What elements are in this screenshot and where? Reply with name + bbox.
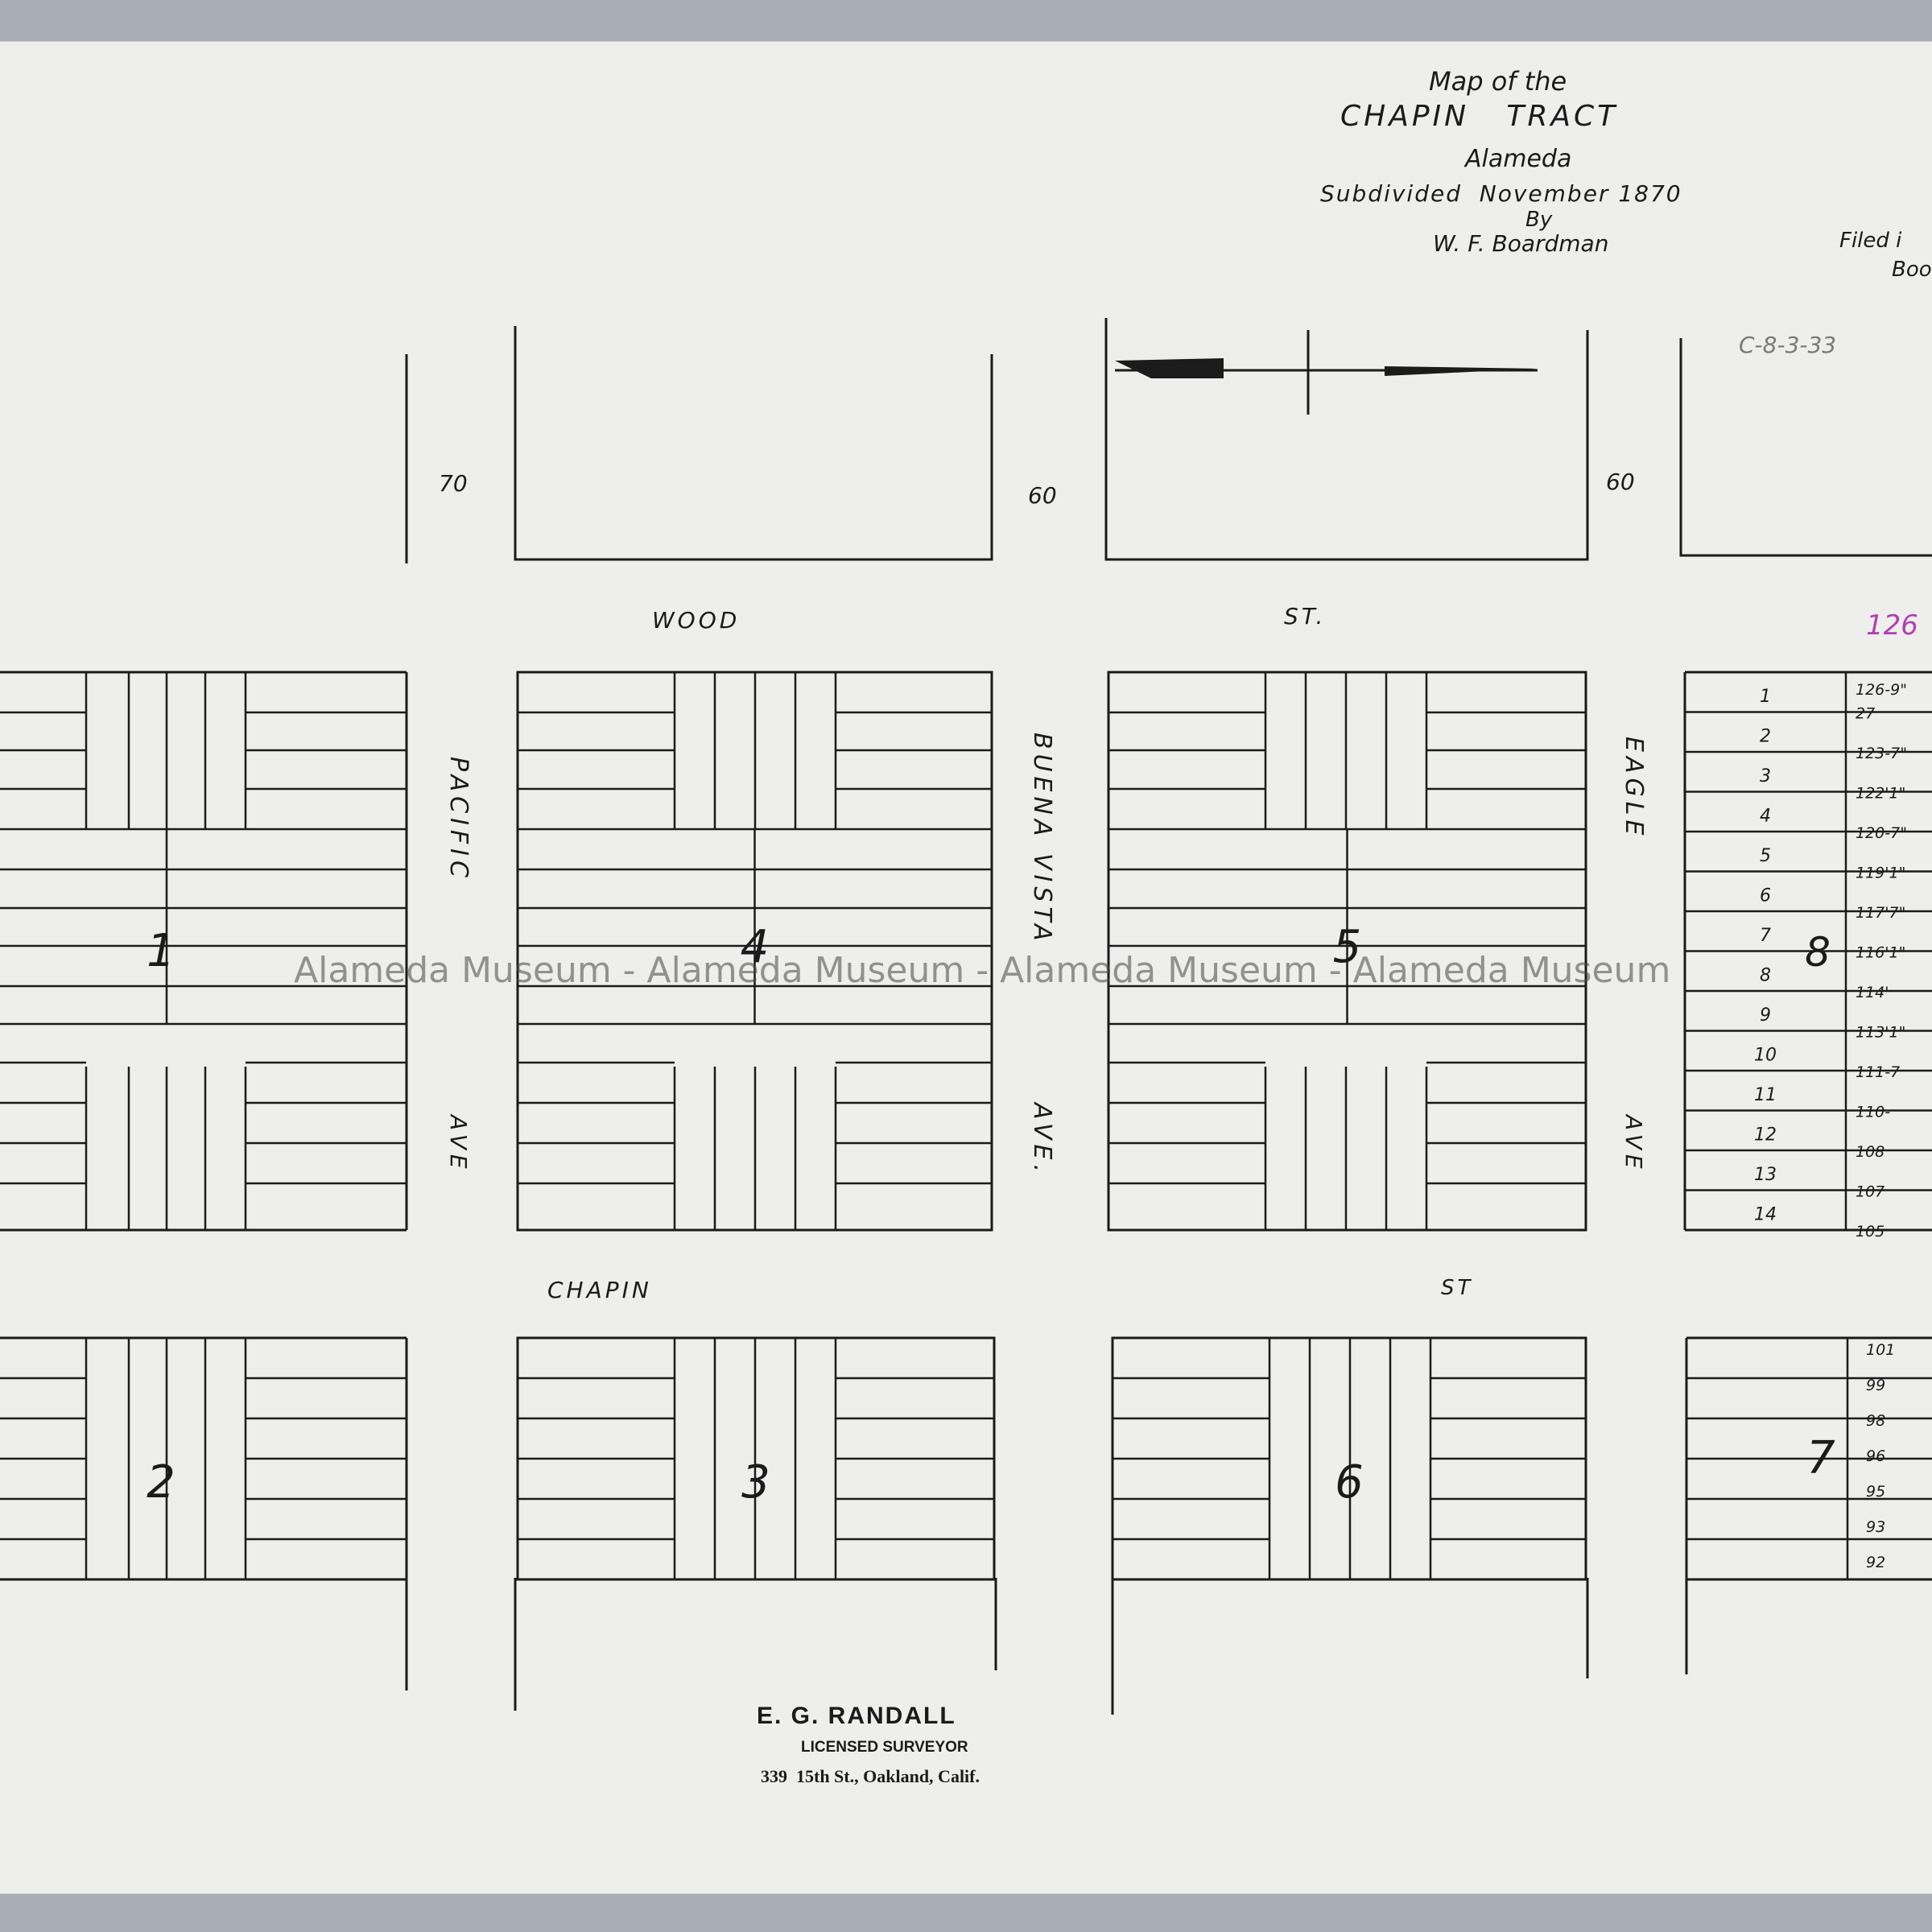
block-8-depth-0: 126-9": [1856, 681, 1907, 699]
street-pacific: PACIFIC: [444, 757, 473, 882]
block-8-depth-6: 117'7": [1856, 904, 1905, 922]
street-wood-st: ST.: [1284, 603, 1326, 630]
block-8-lot-2: 2: [1760, 726, 1771, 746]
watermark: Alameda Museum - Alameda Museum - Alamed…: [294, 950, 1671, 991]
street-chapin: CHAPIN: [547, 1277, 652, 1303]
block-7-depth-3: 96: [1866, 1447, 1885, 1465]
block-number-7: 7: [1806, 1432, 1835, 1484]
block-number-1: 1: [147, 925, 175, 977]
block-number-5: 5: [1333, 921, 1362, 973]
block-8-depth-4: 120-7": [1856, 824, 1907, 842]
street-width-eagle: 60: [1606, 469, 1635, 495]
block-8-lot-5: 5: [1760, 846, 1771, 866]
block-8-depth-14: 105: [1856, 1223, 1885, 1241]
block-8-depth-5: 119'1": [1856, 865, 1905, 882]
block-8-lot-13: 13: [1754, 1165, 1777, 1185]
pink-annotation: 126: [1866, 609, 1918, 642]
block-8-depth-8: 114': [1856, 984, 1889, 1001]
block-8-depth-1: 27: [1856, 705, 1875, 723]
block-number-2: 2: [147, 1456, 175, 1509]
block-7-depth-4: 95: [1866, 1483, 1885, 1501]
block-5-outline: [1107, 671, 1587, 1232]
block-number-6: 6: [1335, 1456, 1364, 1509]
block-8-depth-3: 122'1": [1856, 785, 1905, 803]
block-8-lot-8: 8: [1760, 965, 1771, 985]
block-8-lot-6: 6: [1760, 886, 1771, 906]
street-wood: WOOD: [652, 607, 740, 634]
title-tract: CHAPIN TRACT: [1340, 100, 1619, 133]
block-8-lot-10: 10: [1754, 1045, 1777, 1065]
block-8-lot-9: 9: [1760, 1005, 1771, 1026]
book-note: Boo: [1892, 258, 1932, 282]
block-number-3: 3: [741, 1456, 770, 1509]
block-8-lot-7: 7: [1760, 926, 1771, 946]
title-subdivided: Subdivided November 1870: [1320, 180, 1682, 207]
street-width-pacific: 70: [439, 470, 468, 497]
title-line-1: Map of the: [1429, 66, 1567, 97]
street-buena-ave: AVE.: [1028, 1101, 1056, 1177]
block-8-depth-10: 111-7: [1856, 1063, 1900, 1081]
block-8-lot-1: 1: [1760, 687, 1771, 707]
street-eagle-ave: AVE: [1620, 1113, 1647, 1174]
block-8-depth-13: 107: [1856, 1183, 1885, 1201]
street-pacific-ave: AVE: [445, 1113, 472, 1174]
title-by: By: [1525, 208, 1553, 232]
block-number-8: 8: [1805, 929, 1831, 976]
street-eagle: EAGLE: [1620, 737, 1648, 840]
block-8-depth-11: 110-: [1856, 1104, 1890, 1121]
north-arrow: [1115, 330, 1538, 415]
block-8-depth-12: 108: [1856, 1143, 1885, 1161]
block-7-depth-1: 99: [1866, 1377, 1885, 1394]
street-lines: [405, 318, 1932, 1715]
block-8-depth-2: 123-7": [1856, 745, 1907, 762]
surveyor-address: 339 15th St., Oakland, Calif.: [761, 1766, 980, 1786]
block-7-depth-2: 98: [1866, 1412, 1885, 1430]
title-author: W. F. Boardman: [1433, 230, 1609, 257]
reference-note: C-8-3-33: [1739, 332, 1837, 358]
block-8-depth-7: 116'1": [1856, 944, 1905, 962]
street-width-buena: 60: [1028, 482, 1057, 509]
title-city: Alameda: [1465, 145, 1572, 173]
street-buena-vista: BUENA VISTA: [1028, 733, 1056, 946]
block-8-lot-12: 12: [1754, 1125, 1777, 1145]
filed-note: Filed i: [1839, 229, 1902, 253]
block-7-depth-5: 93: [1866, 1518, 1885, 1536]
block-number-4: 4: [741, 921, 770, 973]
block-8-depth-9: 113'1": [1856, 1024, 1905, 1042]
block-7-depth-0: 101: [1866, 1341, 1895, 1359]
street-chapin-st: ST: [1441, 1276, 1473, 1300]
block-7-depth-6: 92: [1866, 1554, 1885, 1571]
surveyor-name: E. G. RANDALL: [757, 1703, 956, 1729]
surveyor-title: LICENSED SURVEYOR: [801, 1739, 968, 1756]
block-8-lot-4: 4: [1760, 806, 1771, 826]
block-8-lot-11: 11: [1754, 1085, 1777, 1105]
block-8-lot-14: 14: [1754, 1204, 1777, 1224]
block-8-lot-3: 3: [1760, 766, 1771, 786]
